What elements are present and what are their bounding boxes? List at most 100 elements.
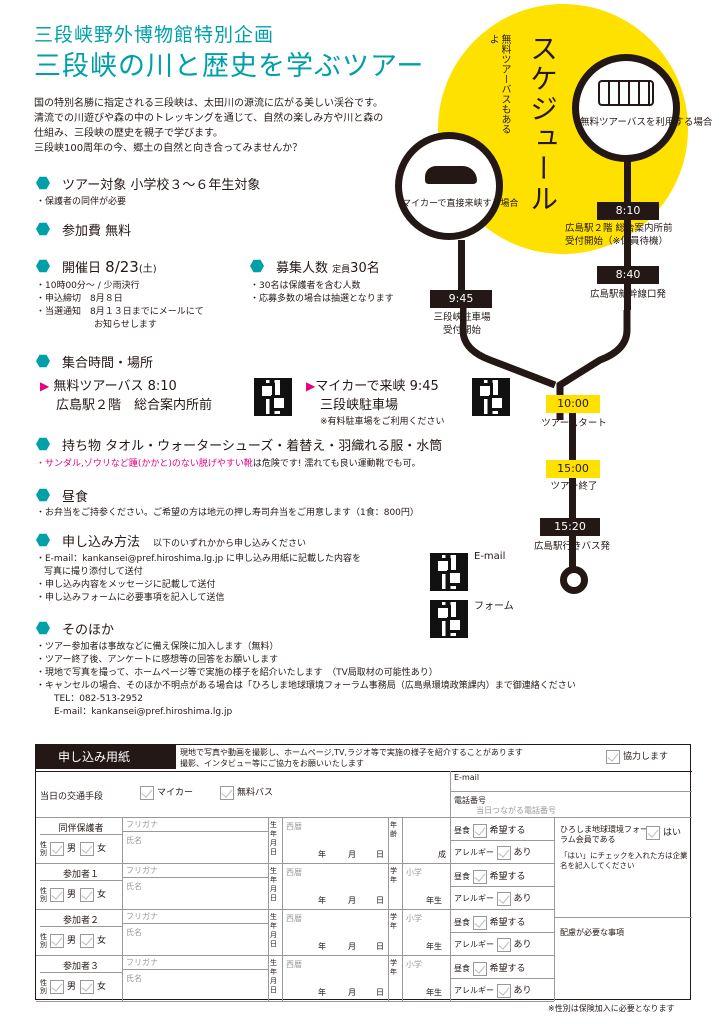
allergy-field[interactable]: アレルギー あり xyxy=(454,845,532,860)
month-label: 月 xyxy=(348,988,356,997)
bus-circle xyxy=(572,54,680,162)
sex-checkboxes[interactable]: 男女 xyxy=(50,841,106,856)
intro-line: 清流での川遊びや森の中のトレッキングを通じて、自然の楽しみ方や川と森の xyxy=(34,113,384,124)
meal-field[interactable]: 昼食 希望する xyxy=(454,869,526,884)
date-heading: 開催日 8/23(土) xyxy=(62,258,157,276)
member-note: 「はい」にチェックを入れた方は企業名を記入してください xyxy=(560,851,688,870)
sex-checkboxes[interactable]: 男女 xyxy=(50,979,106,994)
meal-field[interactable]: 昼食 希望する xyxy=(454,823,526,838)
form-qr-label: フォーム xyxy=(474,601,514,612)
sex-checkboxes[interactable]: 男女 xyxy=(50,933,106,948)
car-icon xyxy=(425,166,477,184)
meal-field[interactable]: 昼食 希望する xyxy=(454,961,526,976)
member-checkbox[interactable]: はい xyxy=(646,825,681,840)
name-label[interactable]: 氏名 xyxy=(126,836,142,845)
apply-heading: 申し込み方法 以下のいずれかから申し込みください xyxy=(62,535,307,550)
furigana-label: フリガナ xyxy=(126,866,158,875)
end-terminal xyxy=(560,566,588,594)
grade-placeholder: 小学 xyxy=(406,960,422,969)
name-label[interactable]: 氏名 xyxy=(126,928,142,937)
grade-unit: 年生 xyxy=(426,942,442,951)
sex-label: 性別 xyxy=(40,979,47,995)
hexagon-icon xyxy=(36,488,50,502)
meeting-heading: 集合時間・場所 xyxy=(62,356,154,371)
label-840: 広島駅新幹線口発 xyxy=(589,289,666,300)
checkbox-icon[interactable] xyxy=(80,979,95,994)
hexagon-icon xyxy=(36,354,50,368)
grade-label: 学年 xyxy=(390,913,397,930)
checkbox-icon[interactable] xyxy=(80,841,95,856)
era-label: 西暦 xyxy=(286,822,302,831)
checkbox-icon[interactable] xyxy=(50,933,64,948)
car-note: ※有料駐車場をご利用ください xyxy=(320,417,445,427)
year-label: 年 xyxy=(318,896,326,905)
checkbox-icon[interactable] xyxy=(496,891,511,906)
checkbox-icon[interactable] xyxy=(646,825,660,840)
name-label[interactable]: 氏名 xyxy=(126,882,142,891)
sex-label: 性別 xyxy=(40,887,47,903)
lunch-note: ・お弁当をご持参ください。ご希望の方は地元の押し寿司弁当をご用意します（1食：8… xyxy=(36,508,419,518)
grade-placeholder: 小学 xyxy=(406,868,422,877)
checkbox-icon[interactable] xyxy=(80,933,95,948)
transport-car[interactable]: マイカー xyxy=(140,785,193,800)
car-qr-code[interactable] xyxy=(472,378,510,416)
other-notes: ・ツアー参加者は事故などに備え保険に加入します（無料）・ツアー終了後、アンケート… xyxy=(36,642,576,717)
checkbox-icon[interactable] xyxy=(472,869,487,884)
hexagon-icon xyxy=(36,259,50,273)
label-945: 三段峡駐車場受付開始 xyxy=(433,312,491,336)
form-qr-code[interactable] xyxy=(430,600,468,638)
day-label: 日 xyxy=(376,896,384,905)
checkbox-icon[interactable] xyxy=(50,979,64,994)
day-label: 日 xyxy=(376,988,384,997)
fee-heading: 参加費 無料 xyxy=(62,224,132,239)
name-label[interactable]: 氏名 xyxy=(126,974,142,983)
row-label: 参加者３ xyxy=(40,959,122,973)
allergy-field[interactable]: アレルギー あり xyxy=(454,937,532,952)
label-1500: ツアー終了 xyxy=(550,481,598,492)
bus-qr-code[interactable] xyxy=(254,378,292,416)
grade-unit: 年生 xyxy=(426,896,442,905)
birth-label: 生年月日 xyxy=(270,913,277,948)
month-label: 月 xyxy=(348,896,356,905)
checkbox-icon[interactable] xyxy=(220,785,234,800)
transport-label: 当日の交通手段 xyxy=(40,792,104,802)
capacity-heading: 募集人数 定員30名 xyxy=(276,261,380,276)
checkbox-icon[interactable] xyxy=(496,845,511,860)
date-notes: ・10時00分〜 / 少雨決行・申込締切 8月８日・当選通知 8月１３日までにメ… xyxy=(36,281,204,330)
label-1000: ツアースタート xyxy=(541,418,607,429)
grade-label: 学年 xyxy=(390,867,397,884)
checkbox-icon[interactable] xyxy=(472,961,487,976)
sex-checkboxes[interactable]: 男女 xyxy=(50,887,106,902)
checkbox-icon[interactable] xyxy=(472,823,487,838)
phone-placeholder: 当日つながる電話番号 xyxy=(476,806,556,815)
time-840: 8:40 xyxy=(597,266,659,284)
sex-label: 性別 xyxy=(40,841,47,857)
phone-label: 電話番号 xyxy=(454,796,486,805)
apply-notes: ・E-mail：kankansei@pref.hiroshima.lg.jp に… xyxy=(36,554,362,603)
hexagon-icon xyxy=(250,259,264,273)
checkbox-icon[interactable] xyxy=(80,887,95,902)
checkbox-icon[interactable] xyxy=(50,887,64,902)
sex-label: 性別 xyxy=(40,933,47,949)
capacity-notes: ・30名は保護者を含む人数・応募多数の場合は抽選となります xyxy=(250,281,394,304)
allergy-field[interactable]: アレルギー あり xyxy=(454,983,532,998)
member-label: ひろしま地球環境フォーラム会員である xyxy=(560,825,648,844)
email-label: E-mail xyxy=(454,773,480,782)
checkbox-icon[interactable] xyxy=(472,915,487,930)
era-label: 西暦 xyxy=(286,868,302,877)
checkbox-icon[interactable] xyxy=(606,749,620,764)
transport-bus[interactable]: 無料バス xyxy=(220,785,273,800)
allergy-field[interactable]: アレルギー あり xyxy=(454,891,532,906)
consent-text: 現地で写真や動画を撮影し、ホームページ,TV,ラジオ等で実施の様子を紹介すること… xyxy=(180,748,523,768)
meal-field[interactable]: 昼食 希望する xyxy=(454,915,526,930)
application-form: 申し込み用紙 現地で写真や動画を撮影し、ホームページ,TV,ラジオ等で実施の様子… xyxy=(35,744,692,1002)
agree-checkbox[interactable]: 協力します xyxy=(606,749,668,764)
checkbox-icon[interactable] xyxy=(496,983,511,998)
hexagon-icon xyxy=(36,533,50,547)
email-qr-code[interactable] xyxy=(430,553,468,591)
time-810: 8:10 xyxy=(597,202,659,220)
checkbox-icon[interactable] xyxy=(140,785,154,800)
checkbox-icon[interactable] xyxy=(50,841,64,856)
checkbox-icon[interactable] xyxy=(496,937,511,952)
care-label: 配慮が必要な事項 xyxy=(560,928,624,937)
